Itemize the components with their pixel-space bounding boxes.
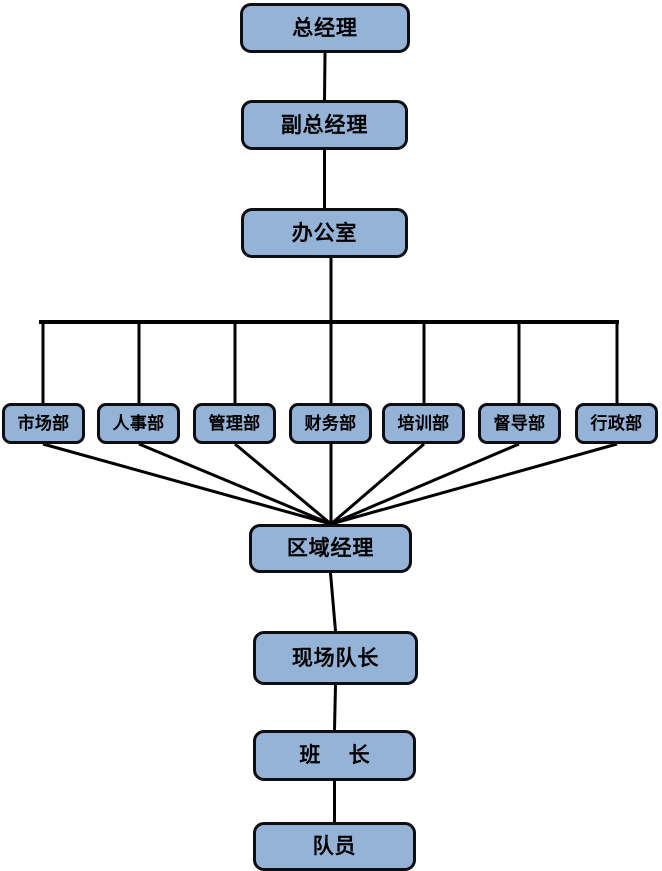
connector-dept-to-regional-0	[42, 442, 332, 526]
connector-gm-to-dgm	[323, 52, 327, 101]
node-label: 班 长	[299, 743, 382, 767]
node-team-leader[interactable]: 班 长	[253, 730, 416, 781]
node-label: 队员	[312, 834, 357, 858]
node-label: 现场队长	[291, 645, 380, 670]
node-label: 行政部	[590, 414, 643, 433]
node-department-marketing[interactable]: 市场部	[2, 403, 85, 444]
node-general-manager[interactable]: 总经理	[240, 3, 410, 53]
node-regional-manager[interactable]: 区域经理	[249, 524, 412, 573]
connector-dept-to-regional-6	[330, 442, 618, 526]
connector-dept-to-regional-2	[234, 442, 332, 526]
node-label: 培训部	[397, 414, 450, 433]
node-team-member[interactable]: 队员	[253, 822, 416, 871]
node-label: 总经理	[292, 15, 358, 40]
connector-dept-to-regional-4	[330, 442, 425, 526]
node-label: 市场部	[17, 414, 70, 433]
node-label: 区域经理	[286, 536, 375, 560]
connector-dept-to-regional-5	[330, 442, 520, 526]
node-office[interactable]: 办公室	[241, 208, 408, 258]
node-label: 办公室	[291, 220, 358, 245]
node-department-hr[interactable]: 人事部	[97, 403, 180, 444]
node-label: 财务部	[304, 414, 357, 433]
node-label: 管理部	[208, 414, 261, 433]
node-label: 督导部	[493, 414, 546, 433]
connector-captain-to-leader	[333, 684, 337, 731]
node-site-captain[interactable]: 现场队长	[253, 631, 418, 685]
node-department-training[interactable]: 培训部	[382, 403, 465, 444]
node-deputy-general-manager[interactable]: 副总经理	[241, 100, 408, 150]
connector-regional-to-captain	[329, 572, 337, 632]
node-department-finance[interactable]: 财务部	[289, 403, 372, 444]
node-department-supervision[interactable]: 督导部	[478, 403, 561, 444]
connector-dept-to-regional-1	[138, 442, 332, 526]
node-label: 副总经理	[280, 112, 369, 137]
node-department-administration[interactable]: 行政部	[575, 403, 658, 444]
node-department-management[interactable]: 管理部	[193, 403, 276, 444]
node-label: 人事部	[112, 414, 165, 433]
